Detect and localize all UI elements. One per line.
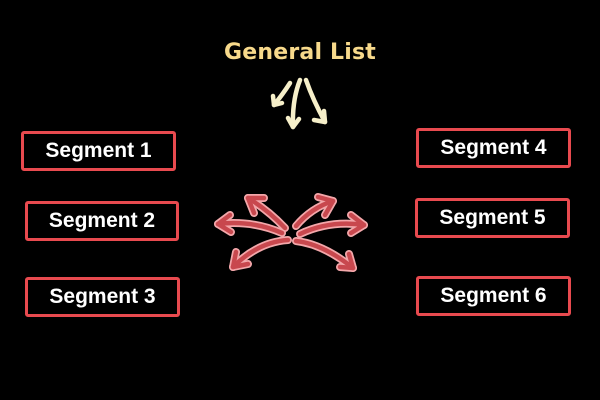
diagram-title: General List xyxy=(223,40,377,65)
segment-1-box: Segment 1 xyxy=(21,131,176,171)
segment-3-box: Segment 3 xyxy=(25,277,180,317)
segment-6-box: Segment 6 xyxy=(416,276,571,316)
segment-5-box: Segment 5 xyxy=(415,198,570,238)
segment-2-box: Segment 2 xyxy=(25,201,179,241)
segment-4-box: Segment 4 xyxy=(416,128,571,168)
